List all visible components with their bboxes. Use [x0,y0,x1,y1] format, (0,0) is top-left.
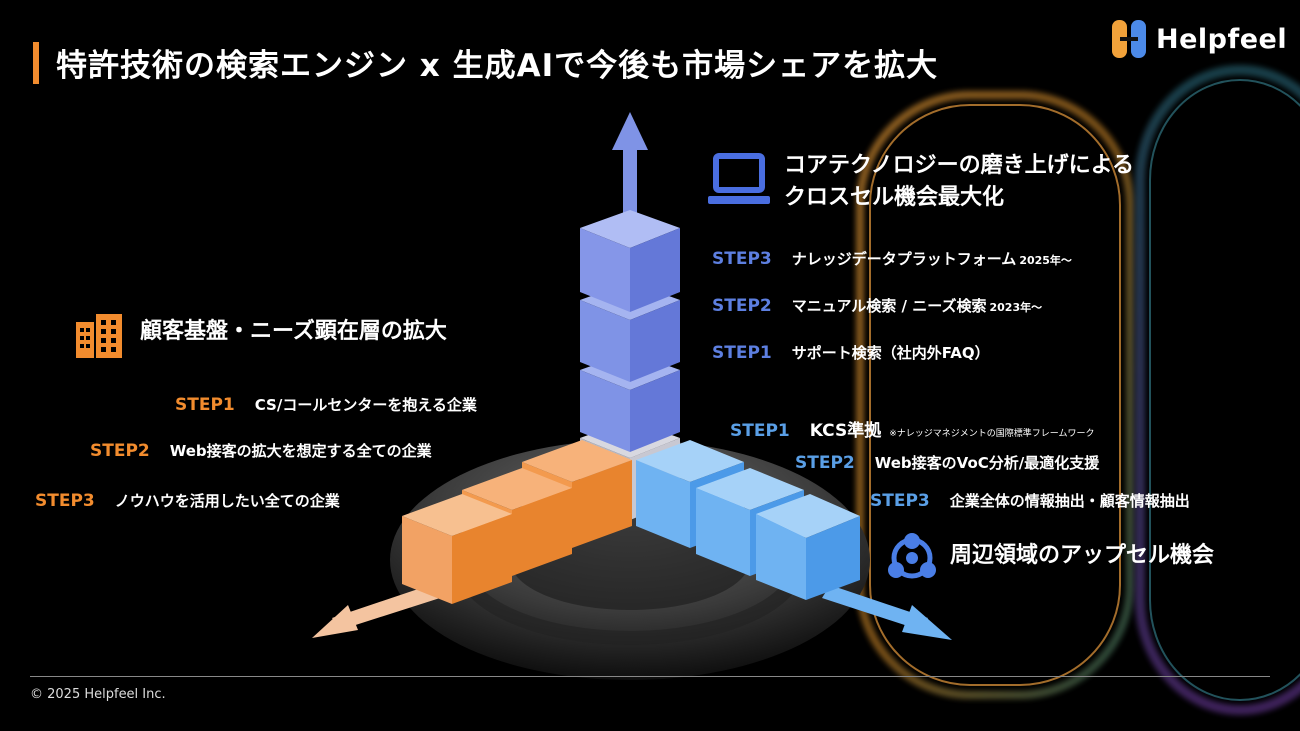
vertical-step-row: STEP2 マニュアル検索 / ニーズ検索 2023年〜 [712,295,1042,316]
left-axis-arrow [312,585,440,638]
brand-logo: Helpfeel [1112,20,1287,58]
footer-divider [30,676,1270,677]
step-label: STEP3 [712,249,772,269]
step-text: Web接客のVoC分析/最適化支援 [874,454,1100,472]
step-text: ノウハウを活用したい全ての企業 [114,492,340,510]
brand-name: Helpfeel [1156,23,1288,55]
right-step-row: STEP1 KCS準拠 ※ナレッジマネジメントの国際標準フレームワーク [730,416,1094,441]
step-label: STEP1 [712,343,772,363]
right-cube-3 [756,494,860,600]
vertical-axis-arrow [612,112,648,220]
helpfeel-logo-icon [1112,20,1146,58]
vertical-cube-3 [580,210,680,312]
vertical-step-row: STEP1 サポート検索（社内外FAQ） [712,342,990,363]
step-label: STEP2 [712,296,772,316]
left-step-row: STEP3 ノウハウを活用したい全ての企業 [35,490,340,511]
copyright: © 2025 Helpfeel Inc. [30,687,166,702]
left-cube-1 [402,494,512,604]
vertical-axis-heading-line2: クロスセル機会最大化 [784,185,1005,210]
right-step-row: STEP3 企業全体の情報抽出・顧客情報抽出 [870,490,1190,511]
right-cube-row [636,440,860,600]
step-text: ナレッジデータプラットフォーム [791,250,1017,268]
step-text: Web接客の拡大を想定する全ての企業 [169,442,432,460]
right-axis-arrow [822,585,952,640]
vertical-axis-heading: コアテクノロジーの磨き上げによる クロスセル機会最大化 [784,150,1134,214]
step-label: STEP2 [90,441,150,461]
right-step-row: STEP2 Web接客のVoC分析/最適化支援 [795,452,1099,473]
decorative-glow-rings [856,65,1300,715]
step-label: STEP1 [730,421,790,441]
title-accent-bar [33,42,39,84]
step-year: 2025年〜 [1019,254,1072,267]
network-icon [888,533,936,579]
step-text: 企業全体の情報抽出・顧客情報抽出 [949,492,1190,510]
step-label: STEP3 [870,491,930,511]
vertical-axis-heading-line1: コアテクノロジーの磨き上げによる [784,153,1135,178]
step-label: STEP1 [175,395,235,415]
page-title: 特許技術の検索エンジン x 生成AIで今後も市場シェアを拡大 [56,48,939,84]
step-text: CS/コールセンターを抱える企業 [254,396,477,414]
step-year: 2023年〜 [989,301,1043,314]
right-axis-heading: 周辺領域のアップセル機会 [950,543,1215,568]
left-axis-heading: 顧客基盤・ニーズ顕在層の拡大 [140,319,447,344]
laptop-icon [708,153,770,204]
step-text: マニュアル検索 / ニーズ検索 [791,297,987,315]
step-label: STEP2 [795,453,855,473]
step-label: STEP3 [35,491,95,511]
vertical-step-row: STEP3 ナレッジデータプラットフォーム 2025年〜 [712,248,1072,269]
left-cube-row [402,440,632,604]
step-text: KCS準拠 [809,421,882,441]
building-icon [76,314,122,358]
left-step-row: STEP1 CS/コールセンターを抱える企業 [175,394,477,415]
left-step-row: STEP2 Web接客の拡大を想定する全ての企業 [90,440,432,461]
vertical-cube-stack [580,210,680,452]
step-note: ※ナレッジマネジメントの国際標準フレームワーク [889,429,1095,439]
step-text: サポート検索（社内外FAQ） [791,344,990,362]
